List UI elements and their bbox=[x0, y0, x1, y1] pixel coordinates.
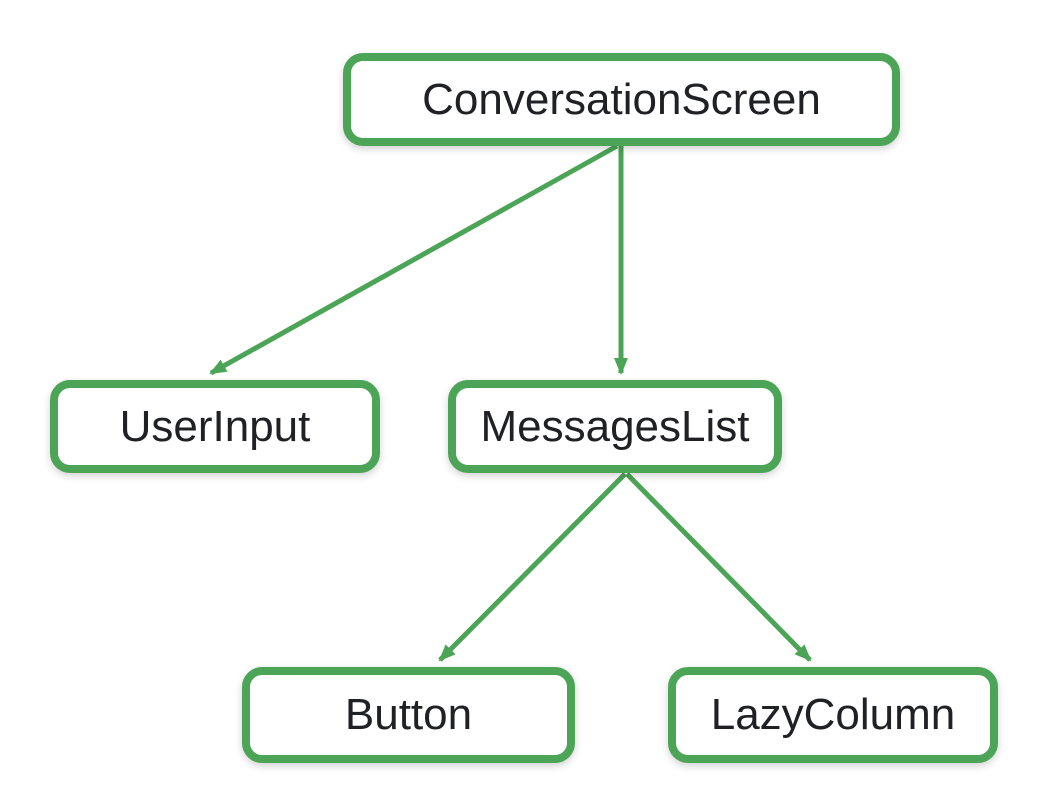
edge-conversationscreen-userinput bbox=[209, 143, 619, 376]
node-user-input-label: UserInput bbox=[119, 401, 311, 451]
node-button-label: Button bbox=[344, 690, 473, 739]
edge-messageslist-button bbox=[438, 472, 627, 662]
node-conversation-screen-label: ConversationScreen bbox=[422, 74, 821, 124]
node-lazy-column: LazyColumn bbox=[668, 667, 998, 763]
node-button: Button bbox=[242, 667, 575, 763]
node-conversation-screen: ConversationScreen bbox=[343, 53, 900, 146]
node-user-input: UserInput bbox=[50, 380, 380, 473]
node-lazy-column-label: LazyColumn bbox=[710, 690, 956, 739]
node-messages-list: MessagesList bbox=[448, 380, 782, 473]
edge-messageslist-lazycolumn bbox=[625, 472, 812, 662]
node-messages-list-label: MessagesList bbox=[480, 401, 750, 451]
